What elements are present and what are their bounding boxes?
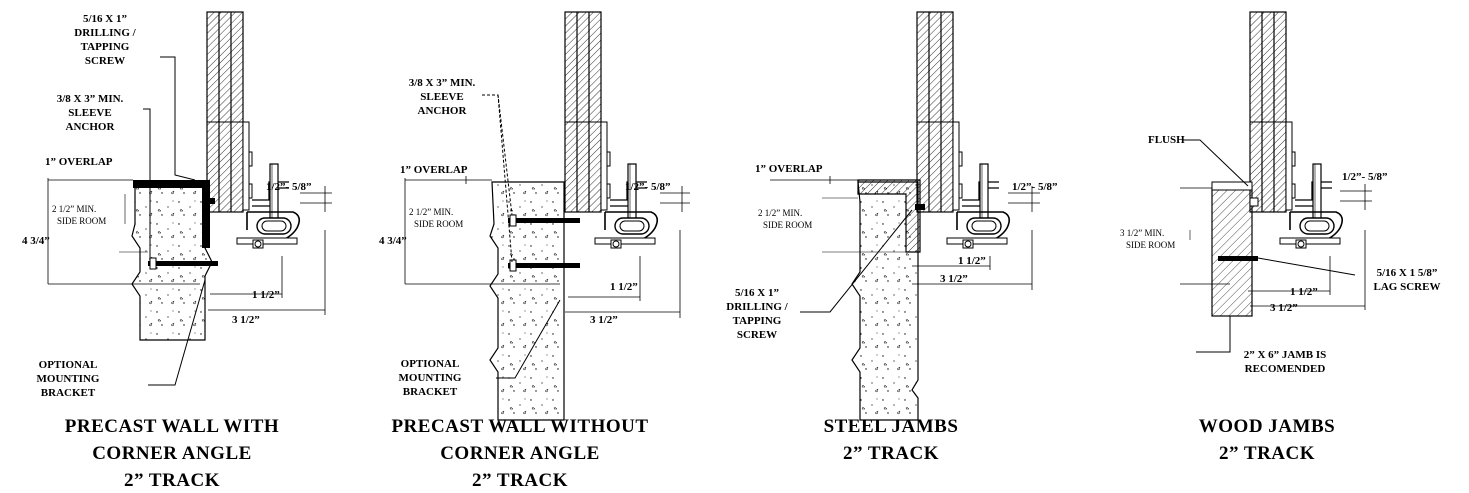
p2-caption-3: 2” TRACK <box>472 470 568 491</box>
p1-dim-gap: 1/2”- 5/8” <box>266 181 312 193</box>
p4-lag-label-1: 5/16 X 1 5/8” <box>1377 267 1438 279</box>
p4-dim-large: 3 1/2” <box>1270 302 1298 314</box>
p1-dim-vertical: 4 3/4” <box>22 235 50 247</box>
p2-caption-1: PRECAST WALL WITHOUT <box>391 416 648 437</box>
p1-anchor-label-3: ANCHOR <box>66 121 116 133</box>
p2-side-room-2: SIDE ROOM <box>414 219 463 229</box>
p4-dim-small: 1 1/2” <box>1290 286 1318 298</box>
p3-screw-label-4: SCREW <box>737 329 777 341</box>
panel-precast-without-angle <box>404 11 690 421</box>
p3-caption-2: 2” TRACK <box>843 443 939 464</box>
p3-side-room-2: SIDE ROOM <box>763 220 812 230</box>
p2-anchor-label-1: 3/8 X 3” MIN. <box>409 77 476 89</box>
p3-screw-label-1: 5/16 X 1” <box>735 287 779 299</box>
p2-dim-vertical: 4 3/4” <box>379 235 407 247</box>
p1-screw-label-4: SCREW <box>85 55 125 67</box>
p2-side-room-1: 2 1/2” MIN. <box>409 207 453 217</box>
p1-dim-small: 1 1/2” <box>252 289 280 301</box>
p4-lag-label-2: LAG SCREW <box>1374 281 1441 293</box>
p3-caption-1: STEEL JAMBS <box>824 416 959 437</box>
p1-screw-label-2: DRILLING / <box>74 27 136 39</box>
p1-bracket-label-1: OPTIONAL <box>39 359 98 371</box>
p4-side-room-1: 3 1/2” MIN. <box>1120 228 1164 238</box>
p4-caption-1: WOOD JAMBS <box>1199 416 1335 437</box>
p3-dim-large: 3 1/2” <box>940 273 968 285</box>
p1-caption-2: CORNER ANGLE <box>92 443 252 464</box>
p1-side-room-1: 2 1/2” MIN. <box>52 204 96 214</box>
p2-bracket-label-1: OPTIONAL <box>401 358 460 370</box>
p1-dim-large: 3 1/2” <box>232 314 260 326</box>
p1-bracket-label-2: MOUNTING <box>37 373 100 385</box>
p4-jamb-label-2: RECOMENDED <box>1245 363 1326 375</box>
p2-bracket-label-2: MOUNTING <box>399 372 462 384</box>
p1-overlap: 1” OVERLAP <box>45 156 113 168</box>
p3-screw-label-2: DRILLING / <box>726 301 788 313</box>
p3-overlap: 1” OVERLAP <box>755 163 823 175</box>
p2-bracket-label-3: BRACKET <box>403 386 458 398</box>
p2-anchor-label-2: SLEEVE <box>420 91 463 103</box>
p4-jamb-label-1: 2” X 6” JAMB IS <box>1244 349 1327 361</box>
p2-dim-small: 1 1/2” <box>610 281 638 293</box>
p4-caption-2: 2” TRACK <box>1219 443 1315 464</box>
p4-side-room-2: SIDE ROOM <box>1126 240 1175 250</box>
p1-screw-label-3: TAPPING <box>81 41 130 53</box>
p1-caption-3: 2” TRACK <box>124 470 220 491</box>
panel-wood-jambs <box>1180 11 1372 353</box>
panel-precast-with-angle <box>47 11 332 386</box>
p3-dim-gap: 1/2”- 5/8” <box>1012 181 1058 193</box>
p3-screw-label-3: TAPPING <box>733 315 782 327</box>
p2-dim-gap: 1/2”- 5/8” <box>625 181 671 193</box>
p2-overlap: 1” OVERLAP <box>400 164 468 176</box>
p1-screw-label-1: 5/16 X 1” <box>83 13 127 25</box>
p2-caption-2: CORNER ANGLE <box>440 443 600 464</box>
p3-side-room-1: 2 1/2” MIN. <box>758 208 802 218</box>
p1-side-room-2: SIDE ROOM <box>57 216 106 226</box>
p1-anchor-label-2: SLEEVE <box>68 107 111 119</box>
p2-anchor-label-3: ANCHOR <box>418 105 468 117</box>
p1-anchor-label-1: 3/8 X 3” MIN. <box>57 93 124 105</box>
p4-dim-gap: 1/2”- 5/8” <box>1342 171 1388 183</box>
p4-flush: FLUSH <box>1148 134 1185 146</box>
p1-caption-1: PRECAST WALL WITH <box>65 416 279 437</box>
p1-bracket-label-3: BRACKET <box>41 387 96 399</box>
p2-dim-large: 3 1/2” <box>590 314 618 326</box>
panel-steel-jambs <box>770 11 1040 421</box>
p3-dim-small: 1 1/2” <box>958 255 986 267</box>
